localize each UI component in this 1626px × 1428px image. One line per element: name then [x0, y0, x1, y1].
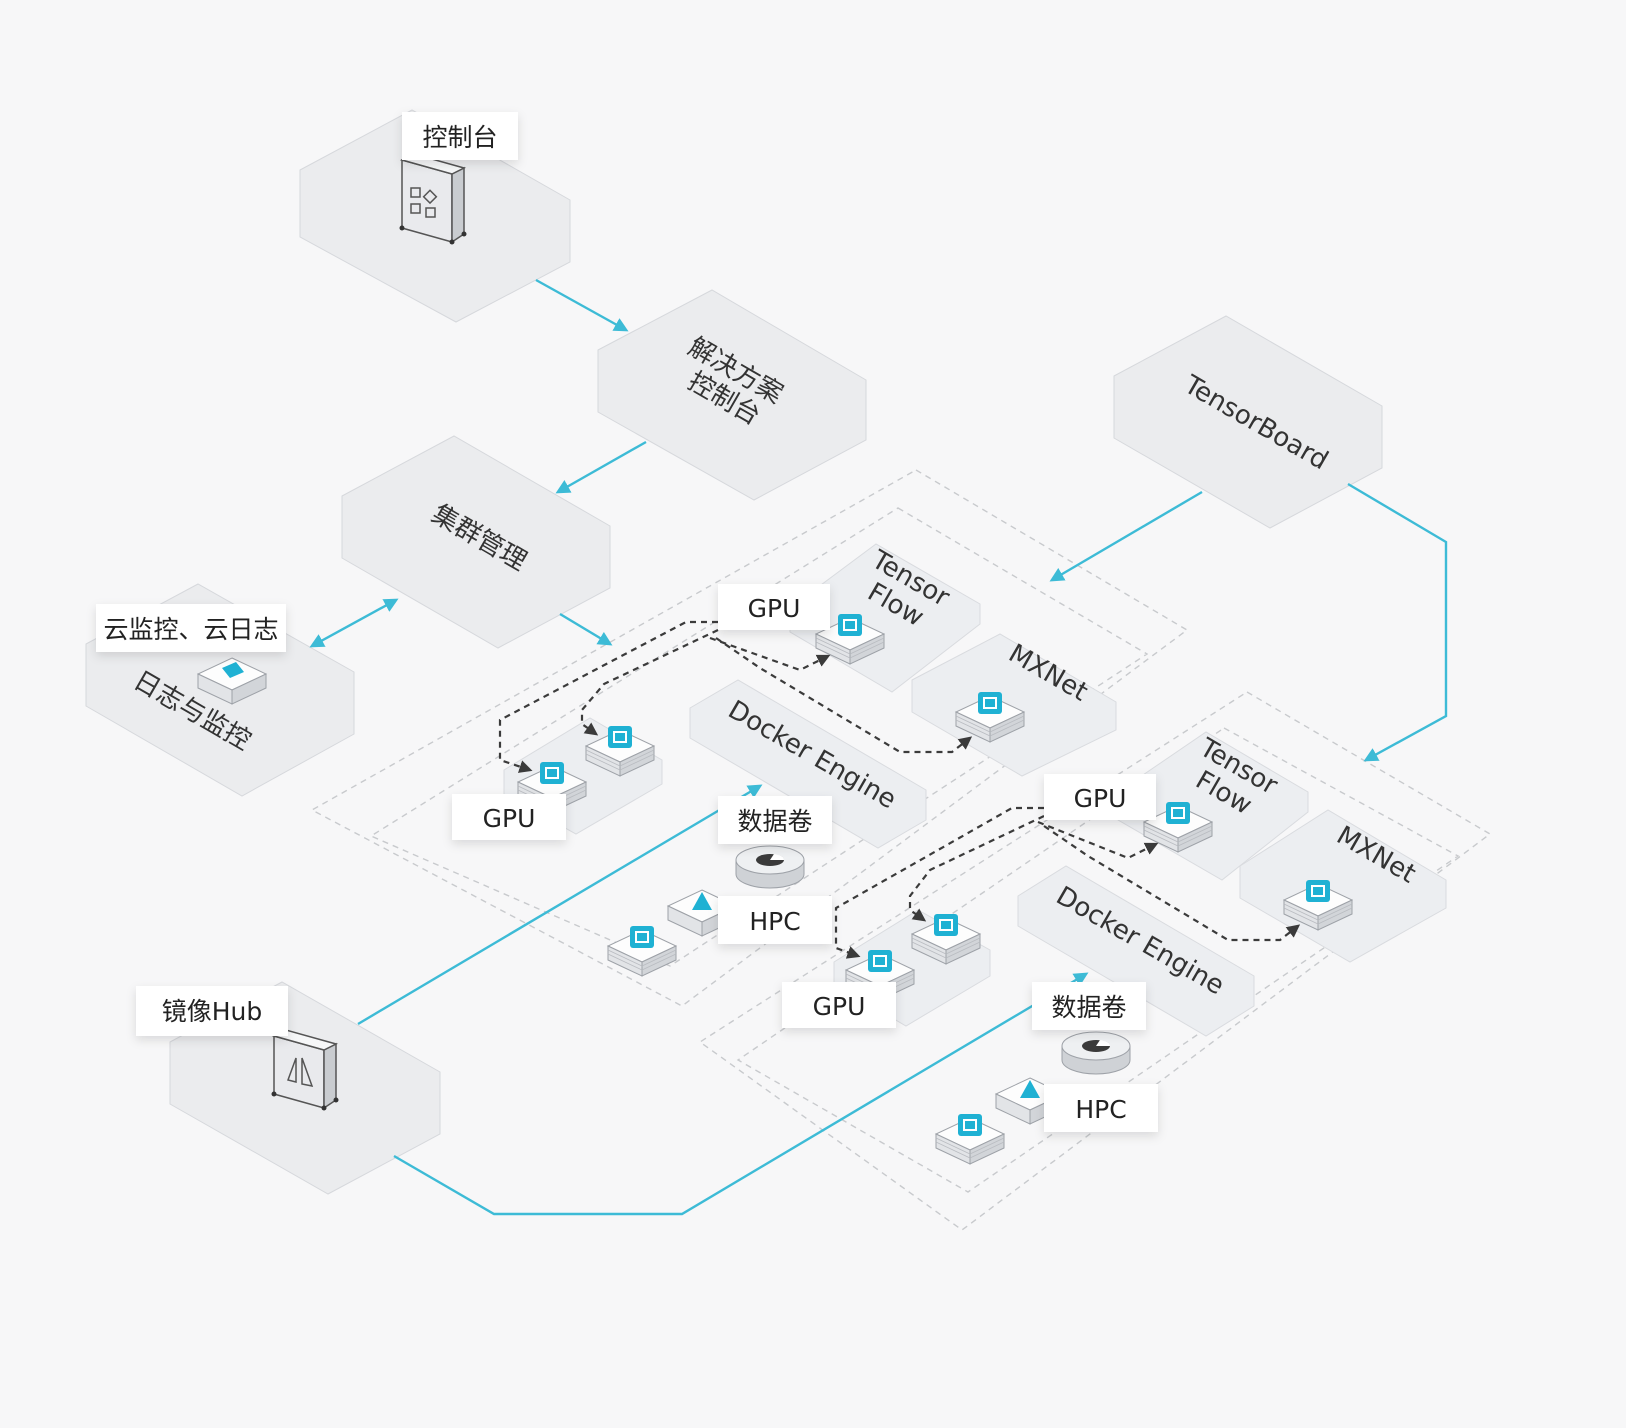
disk-volume-icon — [735, 845, 805, 889]
gpu-label-1-top: GPU — [748, 594, 801, 623]
volume-label-2: 数据卷 — [1051, 993, 1126, 1022]
gpu-label-2-top: GPU — [1074, 784, 1127, 813]
hpc-label-box-2: HPC — [1044, 1084, 1158, 1132]
label-boxes: 控制台 云监控、云日志 镜像Hub GPU GPU 数据卷 HPC GPU — [96, 112, 1158, 1132]
monitor-label-box: 云监控、云日志 — [96, 604, 286, 652]
hpc-label-box-1: HPC — [718, 896, 832, 944]
volume-label-box-2: 数据卷 — [1032, 982, 1146, 1030]
mxnet-node-1[interactable]: MXNet — [911, 633, 1117, 777]
monitor-cube-icon — [196, 657, 268, 705]
flow-connectors — [309, 278, 1448, 1216]
image-hub-label-box: 镜像Hub — [136, 986, 288, 1036]
gpu-label-2-left: GPU — [813, 992, 866, 1021]
solution-console-node[interactable]: 解决方案 控制台 — [597, 289, 867, 501]
cluster-2: Tensor Flow MXNet Docker Engine — [833, 731, 1447, 1165]
cluster-region-1 — [310, 469, 1189, 1007]
console-label-box: 控制台 — [402, 112, 518, 160]
hpc-label-1: HPC — [749, 907, 800, 936]
cluster-management-node[interactable]: 集群管理 — [341, 435, 611, 649]
disk-volume-icon — [1061, 1031, 1131, 1075]
gpu-chip-icon — [607, 925, 677, 977]
gpu-label-box-1-left: GPU — [452, 794, 566, 840]
gpu-label-box-2-left: GPU — [782, 982, 896, 1028]
gpu-chip-icon — [935, 1113, 1005, 1165]
image-hub-label: 镜像Hub — [162, 997, 263, 1026]
image-hub-cabinet-icon — [271, 1029, 339, 1111]
volume-label-1: 数据卷 — [737, 807, 812, 836]
console-label: 控制台 — [422, 123, 497, 152]
gpu-label-1-left: GPU — [483, 804, 536, 833]
gpu-label-box-1-top: GPU — [718, 584, 830, 630]
gpu-label-box-2-top: GPU — [1044, 774, 1156, 820]
volume-label-box-1: 数据卷 — [718, 796, 832, 844]
hpc-label-2: HPC — [1075, 1095, 1126, 1124]
monitor-label: 云监控、云日志 — [103, 615, 278, 644]
tensorboard-node[interactable]: TensorBoard — [1113, 315, 1383, 529]
